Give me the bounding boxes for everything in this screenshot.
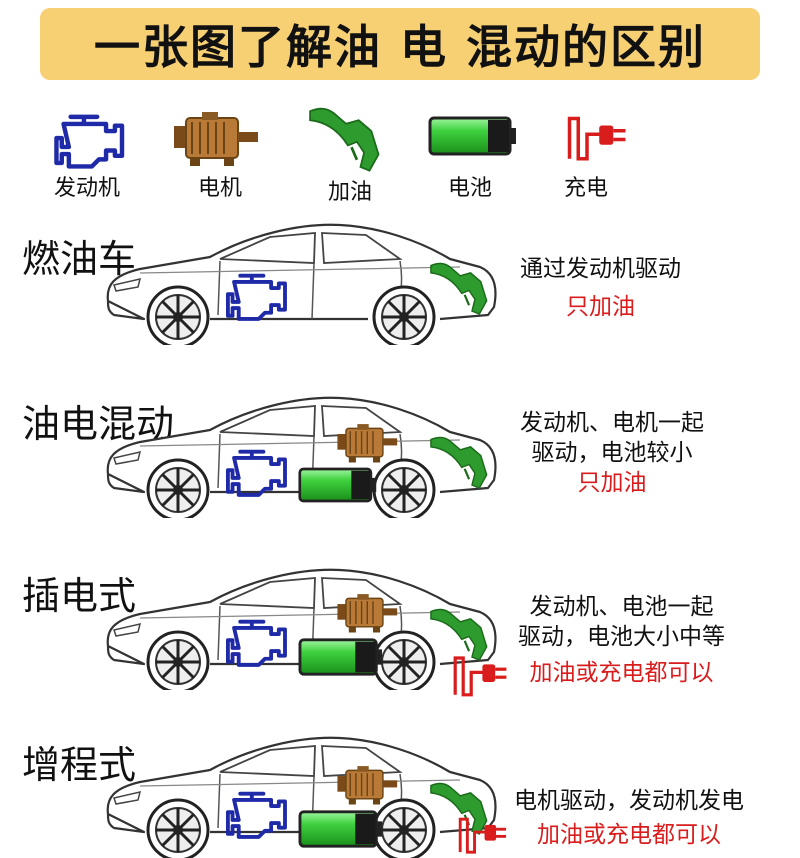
motor-icon xyxy=(172,110,262,170)
legend-label-fuel: 加油 xyxy=(328,180,373,205)
engine-icon xyxy=(48,108,134,170)
desc-line: 电机驱动，发动机发电 xyxy=(514,788,744,814)
charging-plug-icon xyxy=(456,812,516,855)
section-title-plug-in: 插电式 xyxy=(22,574,137,618)
desc-highlight: 只加油 xyxy=(577,470,647,496)
legend-label-motor: 电机 xyxy=(198,176,243,201)
section-desc-hybrid: 发动机、电机一起 驱动，电池较小 只加油 xyxy=(520,408,704,498)
section-desc-fuel-car: 通过发动机驱动 只加油 xyxy=(520,254,681,322)
section-desc-range-extender: 电机驱动，发动机发电 加油或充电都可以 xyxy=(514,786,744,850)
section-title-hybrid: 油电混动 xyxy=(22,402,175,446)
section-desc-plug-in: 发动机、电池一起 驱动，电池大小中等 加油或充电都可以 xyxy=(518,592,725,688)
battery-icon xyxy=(298,465,378,505)
battery-icon xyxy=(428,114,518,158)
engine-icon xyxy=(222,786,294,840)
desc-line: 通过发动机驱动 xyxy=(520,256,681,282)
title-banner: 一张图了解油 电 混动的区别 xyxy=(40,8,760,80)
engine-icon xyxy=(222,268,294,322)
desc-line: 发动机、电机一起 xyxy=(520,410,704,436)
motor-icon xyxy=(336,422,400,466)
charging-plug-icon xyxy=(452,644,516,704)
legend-label-engine: 发动机 xyxy=(54,176,121,201)
battery-icon xyxy=(298,636,384,678)
engine-icon xyxy=(222,444,294,498)
legend-label-charge: 充电 xyxy=(564,176,609,201)
desc-highlight: 加油或充电都可以 xyxy=(537,822,721,848)
battery-icon xyxy=(298,808,384,850)
desc-line: 驱动，电池较小 xyxy=(531,440,693,466)
section-title-range-extender: 增程式 xyxy=(22,743,137,787)
motor-icon xyxy=(336,592,400,636)
fuel-nozzle-icon xyxy=(302,104,392,176)
fuel-nozzle-icon xyxy=(428,432,494,494)
motor-icon xyxy=(336,764,400,808)
desc-line: 发动机、电池一起 xyxy=(529,594,714,620)
fuel-nozzle-icon xyxy=(428,258,494,320)
desc-highlight: 只加油 xyxy=(566,294,635,320)
charging-plug-icon xyxy=(566,106,636,166)
desc-line: 驱动，电池大小中等 xyxy=(518,624,725,650)
page-title: 一张图了解油 电 混动的区别 xyxy=(93,20,707,74)
section-title-fuel-car: 燃油车 xyxy=(22,237,137,281)
engine-icon xyxy=(222,614,294,668)
desc-highlight: 加油或充电都可以 xyxy=(529,660,714,686)
legend-label-battery: 电池 xyxy=(448,176,493,201)
